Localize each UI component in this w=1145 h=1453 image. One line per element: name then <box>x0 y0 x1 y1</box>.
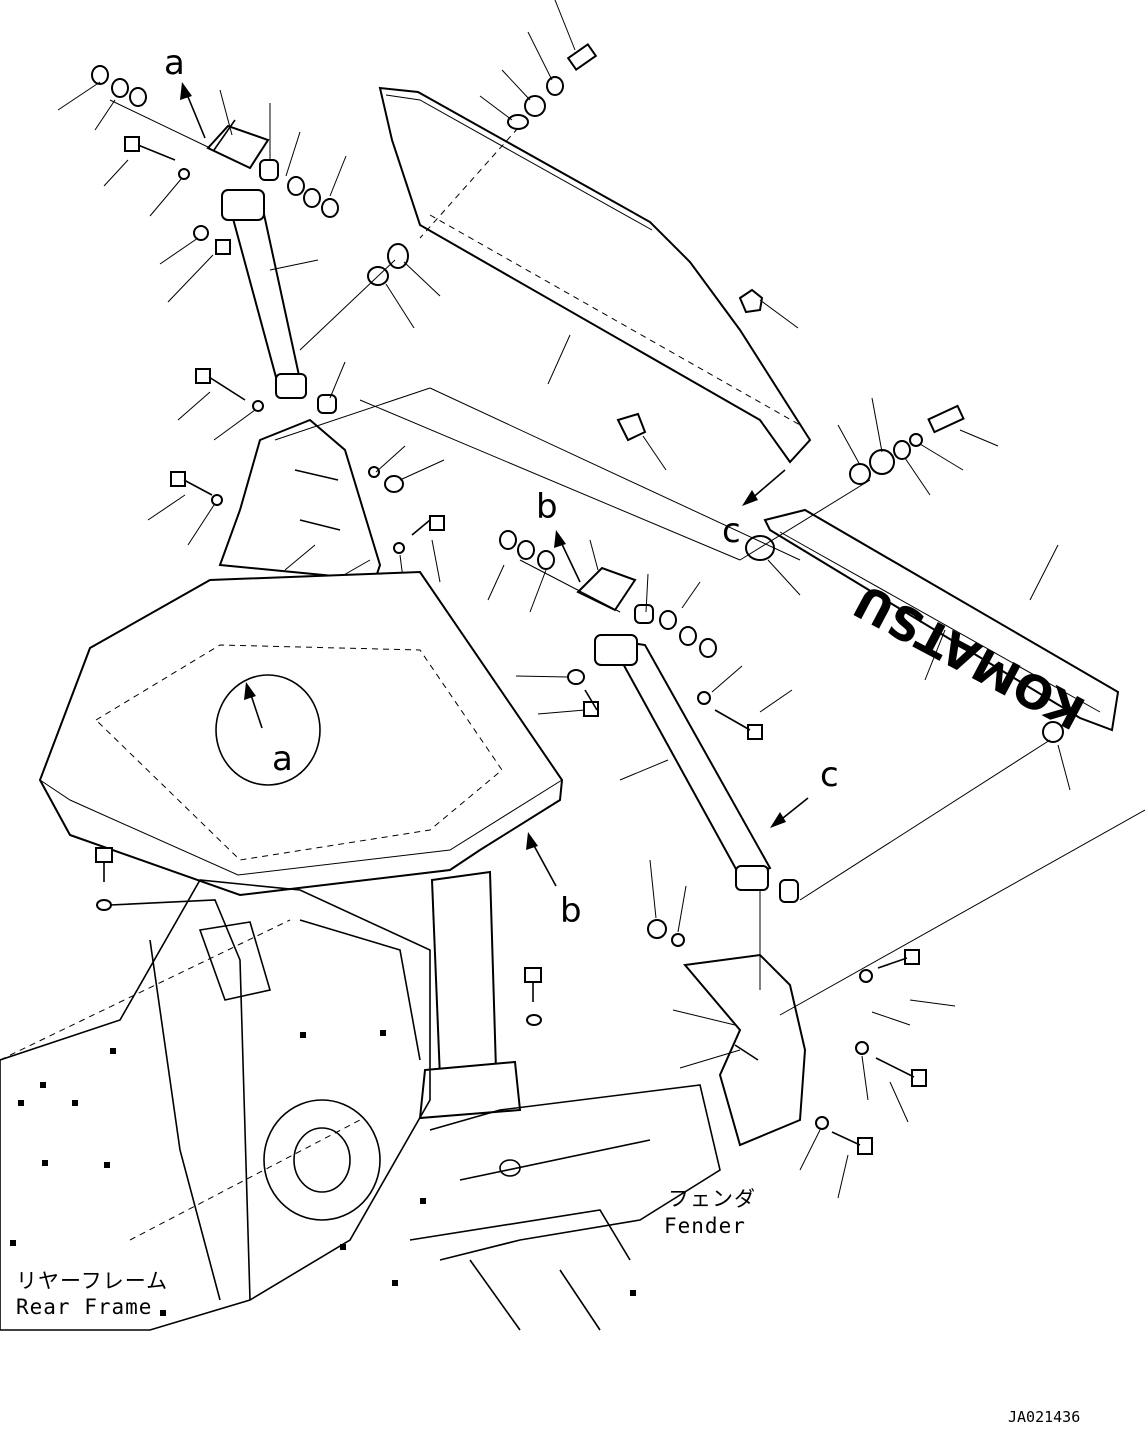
rear-frame <box>0 847 721 1331</box>
callout-a-top: a <box>164 43 185 83</box>
fender-label-en: Fender <box>664 1214 746 1238</box>
callout-b-bottom: b <box>560 891 582 931</box>
rear-frame-label-jp: リヤーフレーム <box>16 1269 168 1293</box>
callout-b-top: b <box>536 487 558 527</box>
drawing-code: JA021436 <box>1008 1408 1080 1426</box>
right-strut-assembly <box>487 530 956 1199</box>
left-strut-assembly <box>57 65 445 603</box>
komatsu-plate: KOMATSU <box>763 508 1120 740</box>
side-panel <box>378 86 812 464</box>
fender-label-jp: フェンダ <box>668 1187 756 1211</box>
callout-arrows <box>180 82 809 887</box>
rear-frame-label-en: Rear Frame <box>16 1295 152 1319</box>
callout-a-bottom: a <box>272 739 293 779</box>
top-hardware <box>419 0 598 239</box>
bolt-icon <box>124 136 445 536</box>
right-hardware <box>616 288 1071 791</box>
frame-rivets <box>10 1030 636 1316</box>
leader-lines-left <box>57 81 445 603</box>
callout-c-right: c <box>820 755 839 795</box>
callout-c-left: c <box>722 511 741 551</box>
fender-deck <box>38 570 564 1120</box>
